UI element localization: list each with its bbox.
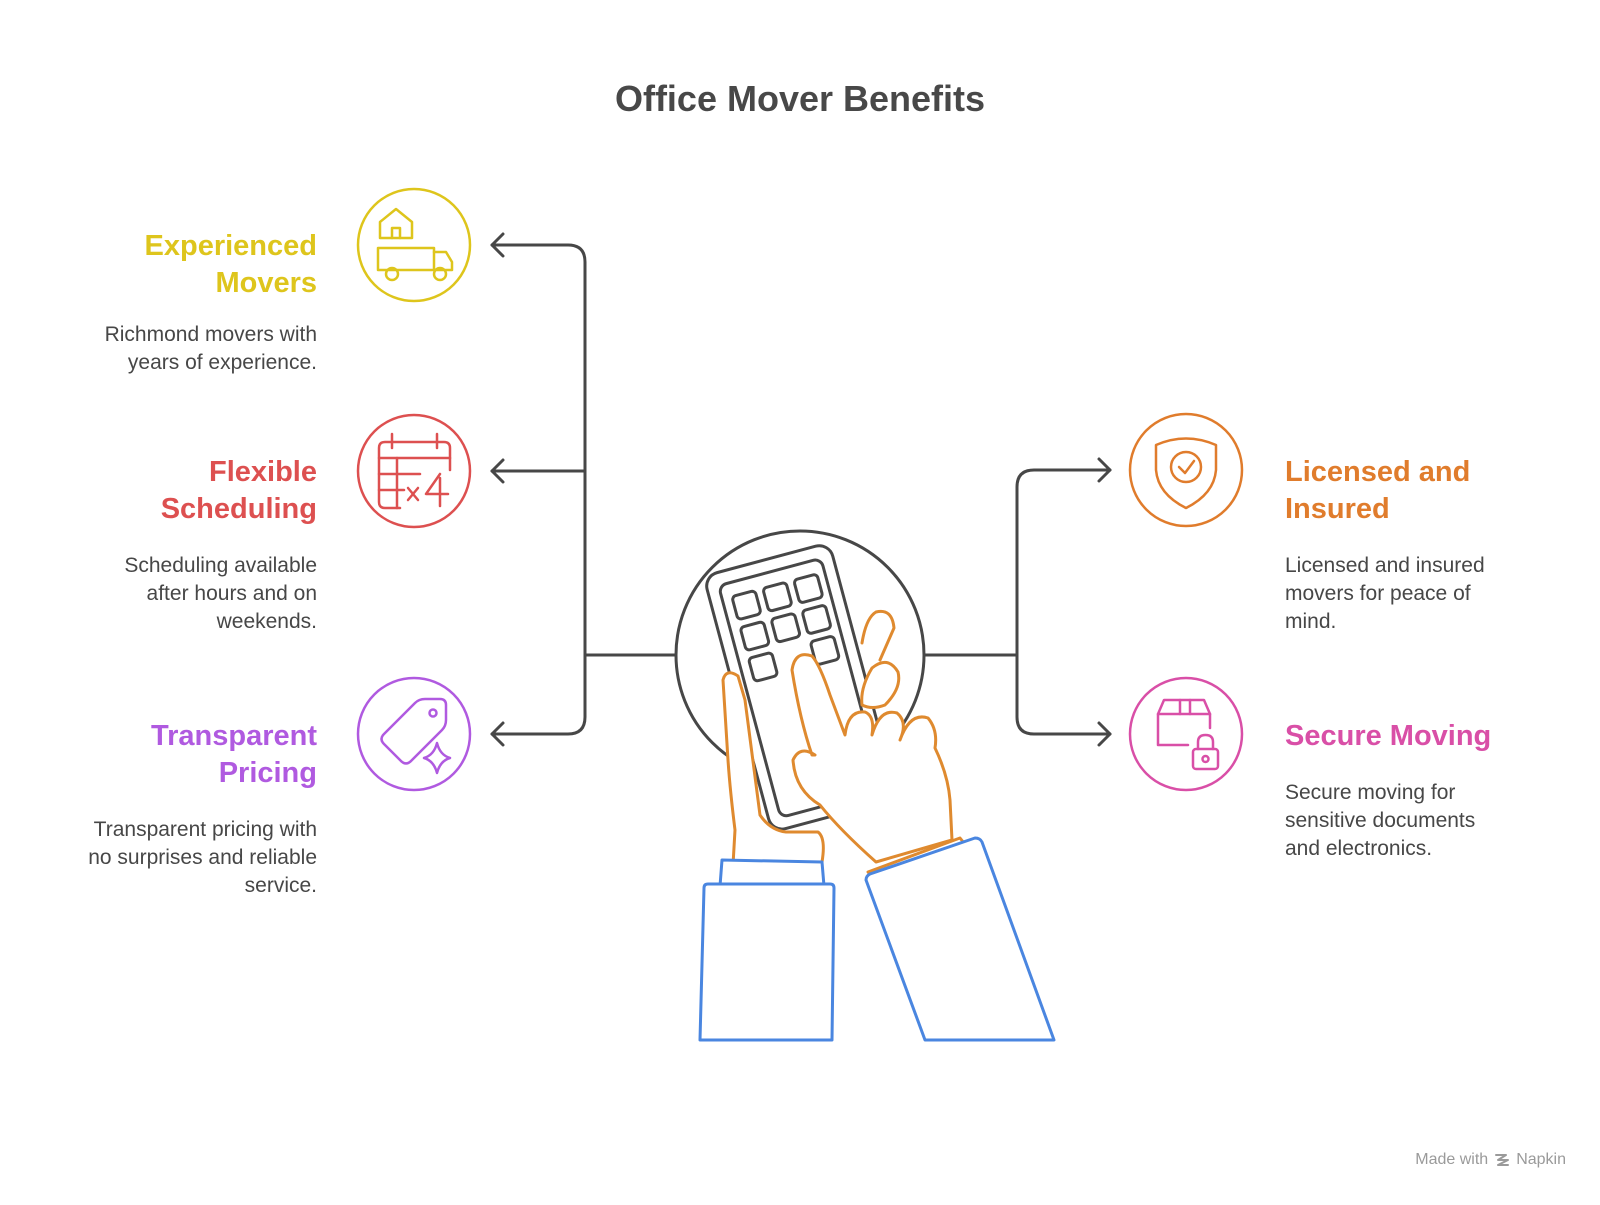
heading-line: Scheduling bbox=[160, 493, 317, 525]
thumb-tip bbox=[860, 660, 901, 709]
box-padlock-icon bbox=[1128, 676, 1244, 792]
arrowhead-right-1 bbox=[1097, 457, 1112, 483]
heading-line: Experienced bbox=[144, 230, 317, 262]
desc-line: Richmond movers with bbox=[104, 323, 317, 346]
heading-line: Movers bbox=[215, 267, 317, 299]
made-with-napkin-footer[interactable]: Made with Napkin bbox=[1415, 1151, 1566, 1169]
desc-line: service. bbox=[244, 874, 317, 897]
hand-with-phone-illustration bbox=[674, 529, 1056, 1042]
heading-line: Insured bbox=[1285, 493, 1390, 525]
heading-line: Transparent bbox=[151, 720, 317, 752]
calendar-times-four-icon bbox=[356, 413, 472, 529]
desc-line: Scheduling available bbox=[124, 554, 317, 577]
benefit-desc-licensed-insured: Licensed and insured movers for peace of… bbox=[1285, 552, 1545, 636]
desc-line: after hours and on bbox=[146, 582, 317, 605]
desc-line: mind. bbox=[1285, 610, 1337, 633]
desc-line: weekends. bbox=[216, 610, 317, 633]
desc-line: no surprises and reliable bbox=[88, 846, 317, 869]
benefit-desc-flexible-scheduling: Scheduling available after hours and on … bbox=[17, 552, 317, 636]
connector-lines bbox=[490, 232, 1112, 747]
napkin-logo-icon bbox=[1495, 1154, 1510, 1166]
benefit-heading-flexible-scheduling: Flexible Scheduling bbox=[17, 454, 317, 528]
price-tag-sparkle-icon bbox=[356, 676, 472, 792]
heading-line: Licensed and bbox=[1285, 456, 1471, 488]
connector-to-transparent-pricing bbox=[490, 653, 587, 736]
desc-line: years of experience. bbox=[127, 351, 317, 374]
desc-line: movers for peace of bbox=[1285, 582, 1471, 605]
desc-line: Secure moving for bbox=[1285, 781, 1456, 804]
moving-truck-house-icon bbox=[356, 187, 472, 303]
arrowhead-left-2 bbox=[490, 458, 505, 484]
desc-line: Licensed and insured bbox=[1285, 554, 1485, 577]
made-with-label: Made with bbox=[1415, 1151, 1489, 1168]
left-sleeve bbox=[698, 882, 836, 1042]
benefit-heading-licensed-insured: Licensed and Insured bbox=[1285, 454, 1545, 528]
heading-line: Pricing bbox=[218, 757, 317, 789]
desc-line: Transparent pricing with bbox=[93, 818, 317, 841]
arrowhead-left-1 bbox=[490, 232, 505, 258]
left-cuff bbox=[718, 858, 826, 888]
page-title: Office Mover Benefits bbox=[614, 78, 986, 119]
heading-line: Flexible bbox=[209, 456, 317, 488]
desc-line: sensitive documents bbox=[1285, 809, 1476, 832]
heading-line: Secure Moving bbox=[1285, 720, 1492, 752]
desc-line: and electronics. bbox=[1285, 837, 1433, 860]
benefit-desc-transparent-pricing: Transparent pricing with no surprises an… bbox=[17, 816, 317, 900]
connector-to-licensed-insured bbox=[923, 468, 1112, 657]
upper-finger bbox=[860, 609, 896, 662]
benefit-desc-experienced-movers: Richmond movers with years of experience… bbox=[17, 321, 317, 377]
right-sleeve bbox=[864, 836, 1056, 1042]
napkin-brand-label: Napkin bbox=[1516, 1151, 1566, 1168]
connector-to-secure-moving bbox=[1015, 653, 1112, 736]
benefit-heading-secure-moving: Secure Moving bbox=[1285, 718, 1545, 755]
right-hand bbox=[790, 653, 954, 864]
benefit-desc-secure-moving: Secure moving for sensitive documents an… bbox=[1285, 779, 1545, 863]
connector-to-experienced-movers bbox=[490, 243, 680, 657]
benefit-heading-experienced-movers: Experienced Movers bbox=[17, 228, 317, 302]
shield-check-icon bbox=[1128, 412, 1244, 528]
arrowhead-right-2 bbox=[1097, 721, 1112, 747]
arrowhead-left-3 bbox=[490, 721, 505, 747]
left-hand bbox=[721, 671, 825, 867]
benefit-heading-transparent-pricing: Transparent Pricing bbox=[17, 718, 317, 792]
